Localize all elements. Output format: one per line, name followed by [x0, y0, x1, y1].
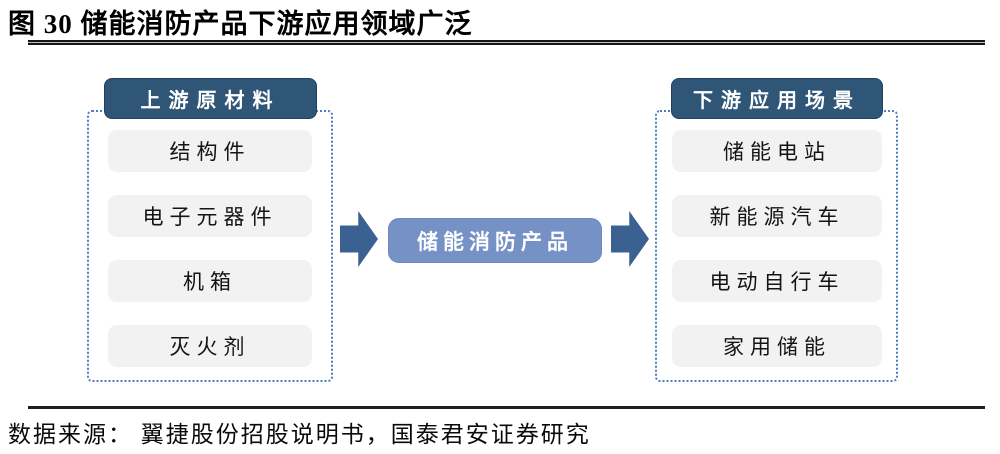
upstream-panel: 上游原材料 结构件 电子元器件 机箱 灭火剂	[87, 78, 333, 382]
footer-divider-rule	[28, 406, 985, 409]
downstream-item: 电动自行车	[672, 260, 882, 302]
downstream-item: 新能源汽车	[672, 195, 882, 237]
downstream-panel: 下游应用场景 储能电站 新能源汽车 电动自行车 家用储能	[655, 78, 898, 382]
data-source-note: 数据来源： 翼捷股份招股说明书，国泰君安证券研究	[8, 422, 591, 447]
figure-title: 图 30 储能消防产品下游应用领域广泛	[8, 9, 473, 39]
upstream-item: 结构件	[108, 130, 312, 172]
central-product-node: 储能消防产品	[388, 218, 602, 263]
title-divider-rule	[28, 40, 985, 45]
upstream-item: 灭火剂	[108, 325, 312, 367]
right-arrow-icon	[611, 211, 649, 267]
right-arrow-icon	[340, 211, 378, 267]
downstream-header: 下游应用场景	[671, 78, 883, 119]
downstream-item: 储能电站	[672, 130, 882, 172]
upstream-item: 电子元器件	[108, 195, 312, 237]
upstream-header: 上游原材料	[104, 78, 317, 119]
upstream-item: 机箱	[108, 260, 312, 302]
downstream-item: 家用储能	[672, 325, 882, 367]
